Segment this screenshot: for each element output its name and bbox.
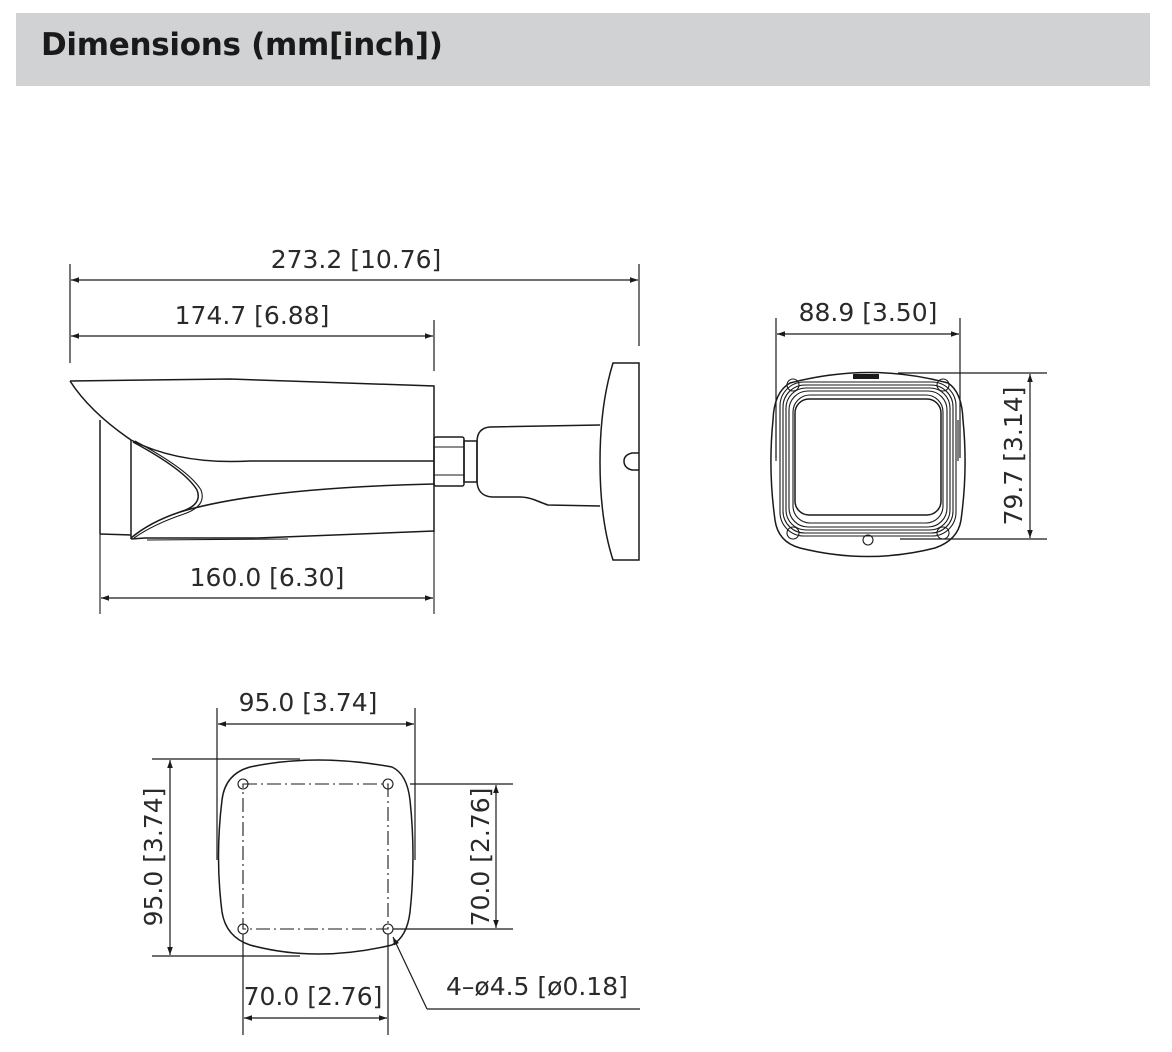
mount-hole [382, 778, 394, 790]
hole-callout-label: 4–ø4.5 [ø0.18] [446, 972, 628, 1001]
housing-length-label: 174.7 [6.88] [175, 301, 330, 330]
overall-length-label: 273.2 [10.76] [271, 245, 442, 274]
front-width-label: 88.9 [3.50] [799, 298, 938, 327]
front-height-label: 79.7 [3.14] [999, 387, 1028, 526]
plate-outline [217, 759, 414, 955]
camera-housing-side [69, 378, 435, 614]
dim-body-length: 160.0 [6.30] [101, 563, 433, 601]
camera-front-outline [770, 371, 966, 558]
mount-bracket-side [433, 362, 640, 561]
dim-front-width: 88.9 [3.50] [775, 298, 961, 458]
dim-hole-spacing-vertical: 70.0 [2.76] [393, 783, 513, 930]
dim-overall-length: 273.2 [10.76] [69, 245, 640, 363]
mount-plate-view: 95.0 [3.74] 95.0 [3.74] 70.0 [2.76] 70.0… [139, 688, 640, 1035]
hole-spacing-horizontal-label: 70.0 [2.76] [244, 982, 383, 1011]
front-view: 88.9 [3.50] [770, 298, 1047, 558]
dim-plate-width: 95.0 [3.74] [216, 688, 416, 860]
hole-spacing-vertical-label: 70.0 [2.76] [466, 788, 495, 927]
sensor-strip [853, 374, 879, 379]
side-view: 273.2 [10.76] 174.7 [6.88] [69, 245, 640, 614]
body-length-label: 160.0 [6.30] [190, 563, 345, 592]
dim-plate-height: 95.0 [3.74] [139, 758, 300, 957]
mount-hole [237, 778, 249, 790]
dim-hole-spacing-horizontal: 70.0 [2.76] [242, 934, 389, 1035]
section-title: Dimensions (mm[inch]) [41, 27, 443, 63]
hole-callout-leader: 4–ø4.5 [ø0.18] [392, 936, 640, 1010]
plate-height-label: 95.0 [3.74] [139, 788, 168, 927]
section-header: Dimensions (mm[inch]) [16, 13, 1150, 86]
plate-width-label: 95.0 [3.74] [239, 688, 378, 717]
dim-front-height: 79.7 [3.14] [898, 372, 1047, 540]
dim-housing-length: 174.7 [6.88] [71, 301, 435, 371]
